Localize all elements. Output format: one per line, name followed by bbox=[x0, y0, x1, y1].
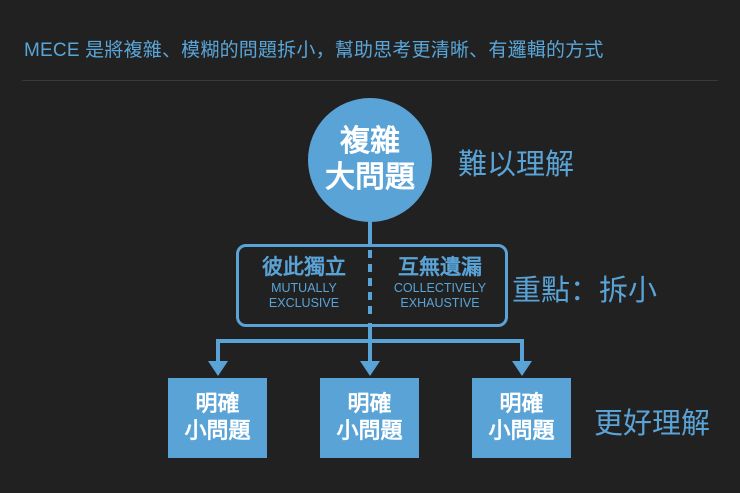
mece-side-label: 重點：拆小 bbox=[512, 273, 658, 307]
ce-en2: EXHAUSTIVE bbox=[400, 296, 480, 310]
child-3-line2: 小問題 bbox=[488, 419, 555, 444]
child-node-1: 明確 小問題 bbox=[168, 378, 267, 458]
top-side-label: 難以理解 bbox=[458, 147, 575, 181]
top-node-line2: 大問題 bbox=[325, 160, 415, 195]
collectively-exhaustive: 互無遺漏 COLLECTIVELY EXHAUSTIVE bbox=[375, 253, 505, 311]
top-node-line1: 複雜 bbox=[340, 124, 400, 159]
top-node-circle: 複雜 大問題 bbox=[308, 98, 432, 222]
mutually-exclusive: 彼此獨立 MUTUALLY EXCLUSIVE bbox=[239, 253, 369, 311]
arrow-down-icon bbox=[512, 361, 532, 376]
arrow-down-icon bbox=[360, 361, 380, 376]
child-1-line1: 明確 bbox=[195, 392, 240, 417]
me-en2: EXCLUSIVE bbox=[268, 296, 340, 310]
child-2-line1: 明確 bbox=[347, 392, 392, 417]
child-1-line2: 小問題 bbox=[184, 419, 251, 444]
arrow-down-icon bbox=[208, 361, 228, 376]
page-title: MECE 是將複雜、模糊的問題拆小，幫助思考更清晰、有邏輯的方式 bbox=[24, 40, 604, 61]
child-node-3: 明確 小問題 bbox=[472, 378, 571, 458]
ce-zh: 互無遺漏 bbox=[398, 255, 482, 279]
me-en1: MUTUALLY bbox=[271, 281, 337, 295]
child-3-line1: 明確 bbox=[499, 392, 544, 417]
child-node-2: 明確 小問題 bbox=[320, 378, 419, 458]
mece-box: 彼此獨立 MUTUALLY EXCLUSIVE 互無遺漏 COLLECTIVEL… bbox=[236, 244, 508, 327]
child-2-line2: 小問題 bbox=[336, 419, 403, 444]
divider bbox=[22, 80, 718, 81]
ce-en1: COLLECTIVELY bbox=[393, 281, 487, 295]
bottom-side-label: 更好理解 bbox=[594, 406, 711, 440]
me-zh: 彼此獨立 bbox=[262, 255, 346, 279]
